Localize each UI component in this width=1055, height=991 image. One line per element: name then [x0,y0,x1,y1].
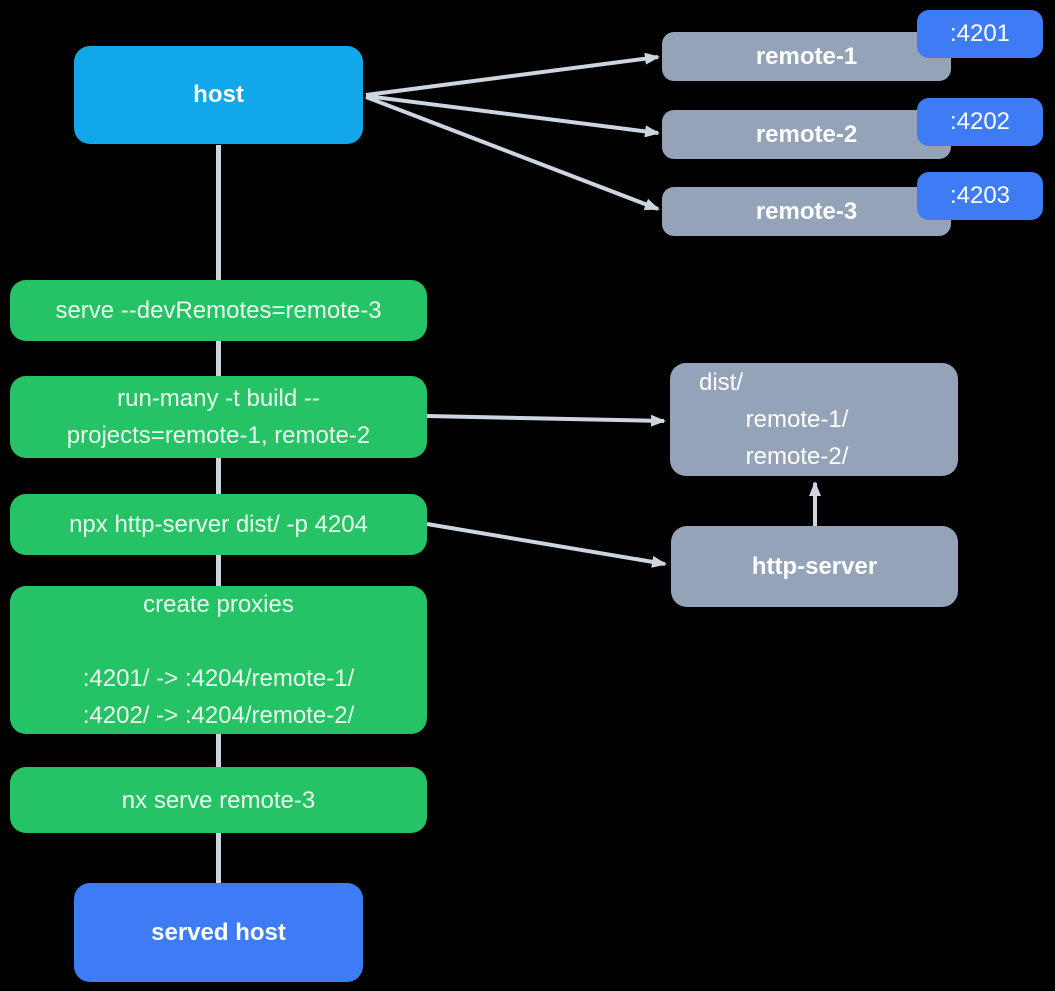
port-badge-4201: :4201 [917,10,1043,58]
dist-folder-box: dist/ remote-1/ remote-2/ [670,363,958,476]
arrow-build-to-dist [426,414,666,427]
step-box-create-proxies: create proxies :4201/ -> :4204/remote-1/… [10,586,427,734]
arrow-httpserver-cmd-to-httpserver [426,522,667,568]
step-box-run-many-build: run-many -t build -- projects=remote-1, … [10,376,427,458]
remote-box-3: remote-3 [662,187,951,236]
arrow-host-to-remote-2 [365,94,660,138]
step-box-nx-serve-remote-3: nx serve remote-3 [10,767,427,833]
port-badge-4202: :4202 [917,98,1043,146]
step-box-npx-http-server: npx http-server dist/ -p 4204 [10,494,427,555]
served-host-box: served host [74,883,363,982]
arrow-host-to-remote-1 [365,52,660,97]
port-badge-4203: :4203 [917,172,1043,220]
remote-box-1: remote-1 [662,32,951,81]
remote-box-2: remote-2 [662,110,951,159]
http-server-box: http-server [671,526,958,607]
arrow-host-to-remote-3 [365,95,660,211]
host-box: host [74,46,363,144]
step-box-serve-devremotes: serve --devRemotes=remote-3 [10,280,427,341]
